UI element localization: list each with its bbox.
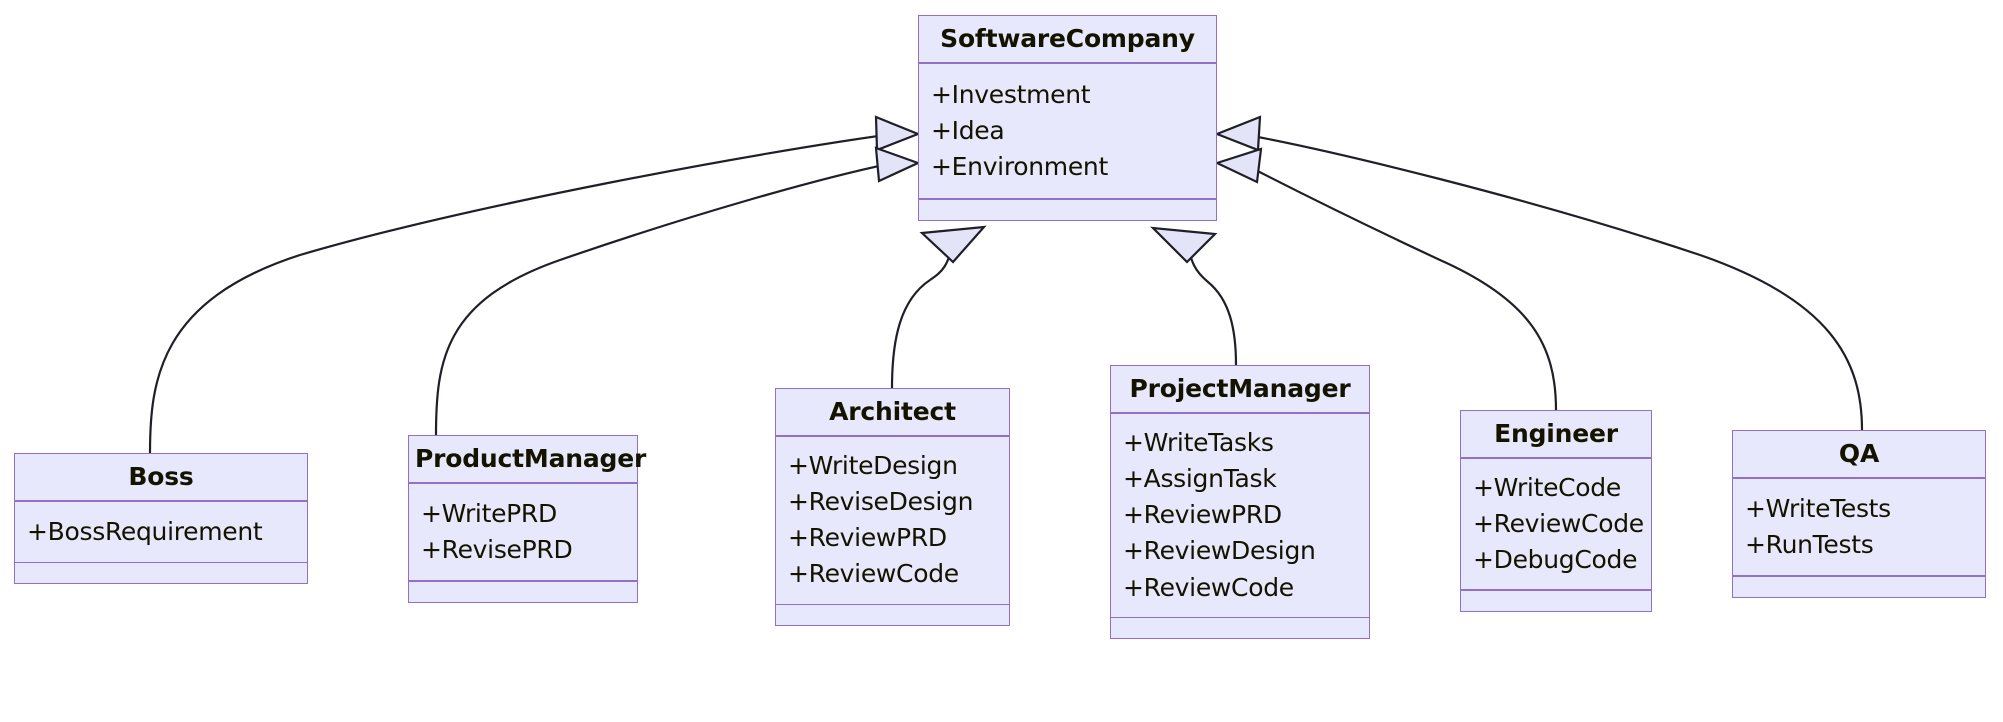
- class-box-boss[interactable]: Boss +BossRequirement: [14, 453, 308, 585]
- class-box-architect[interactable]: Architect +WriteDesign +ReviseDesign +Re…: [775, 388, 1010, 627]
- class-attribute: +WriteDesign: [788, 450, 958, 480]
- class-divider: [15, 500, 307, 502]
- class-title-engineer: Engineer: [1494, 419, 1618, 448]
- class-title-architect: Architect: [829, 397, 956, 426]
- class-attributes-productmanager: +WritePRD +RevisePRD: [409, 484, 637, 581]
- class-box-productmanager[interactable]: ProductManager +WritePRD +RevisePRD: [408, 435, 647, 603]
- class-box-engineer[interactable]: Engineer +WriteCode +ReviewCode +DebugCo…: [1460, 410, 1652, 612]
- class-divider: [1111, 412, 1369, 414]
- class-attributes-qa: +WriteTests +RunTests: [1733, 479, 1985, 576]
- class-methods-engineer: [1461, 591, 1651, 611]
- class-attribute: +Idea: [931, 115, 1005, 145]
- class-divider: [776, 603, 1009, 606]
- class-attribute: +ReviewCode: [788, 559, 959, 589]
- class-attribute: +ReviewPRD: [788, 523, 947, 553]
- class-methods-boss: [15, 563, 307, 583]
- class-box-softwarecompany[interactable]: SoftwareCompany +Investment +Idea +Envir…: [918, 15, 1217, 221]
- class-attributes-softwarecompany: +Investment +Idea +Environment: [919, 64, 1216, 199]
- class-divider: [1733, 477, 1985, 479]
- edge-architect-to-softwarecompany: [890, 236, 955, 389]
- inheritance-arrowhead-bottom-right: [1150, 226, 1218, 264]
- class-title-projectmanager: ProjectManager: [1129, 374, 1351, 403]
- class-divider: [1733, 575, 1985, 577]
- class-title-qa: QA: [1838, 439, 1880, 468]
- class-attribute: +ReviewCode: [1123, 572, 1294, 602]
- class-attribute: +WriteTests: [1745, 493, 1891, 523]
- inheritance-arrowhead-right-lower: [1214, 147, 1263, 184]
- inheritance-arrowhead-right-upper: [1213, 115, 1262, 152]
- class-attribute: +RevisePRD: [421, 534, 573, 564]
- class-divider: [409, 482, 637, 484]
- class-title-productmanager: ProductManager: [415, 444, 647, 473]
- inheritance-arrowhead-left-lower: [874, 146, 921, 183]
- edge-projectmanager-to-softwarecompany: [1185, 236, 1238, 366]
- class-divider: [919, 62, 1216, 64]
- class-box-qa[interactable]: QA +WriteTests +RunTests: [1732, 430, 1986, 598]
- class-attributes-boss: +BossRequirement: [15, 502, 307, 562]
- class-attributes-architect: +WriteDesign +ReviseDesign +ReviewPRD +R…: [776, 437, 1009, 604]
- class-attribute: +WritePRD: [421, 498, 557, 528]
- class-box-projectmanager[interactable]: ProjectManager +WriteTasks +AssignTask +…: [1110, 365, 1370, 640]
- class-attributes-engineer: +WriteCode +ReviewCode +DebugCode: [1461, 459, 1651, 590]
- class-divider: [409, 580, 637, 582]
- class-attributes-projectmanager: +WriteTasks +AssignTask +ReviewPRD +Revi…: [1111, 414, 1369, 617]
- class-methods-productmanager: [409, 582, 637, 602]
- class-attribute: +RunTests: [1745, 529, 1874, 559]
- class-attribute: +AssignTask: [1123, 463, 1277, 493]
- class-attribute: +ReviseDesign: [788, 486, 974, 516]
- class-title-boss: Boss: [128, 462, 194, 491]
- class-divider: [919, 198, 1216, 200]
- class-attribute: +ReviewPRD: [1123, 500, 1282, 530]
- class-attribute: +ReviewDesign: [1123, 536, 1316, 566]
- class-attribute: +Environment: [931, 152, 1108, 182]
- class-attribute: +DebugCode: [1473, 545, 1638, 575]
- class-methods-qa: [1733, 577, 1985, 597]
- class-divider: [15, 561, 307, 564]
- class-methods-projectmanager: [1111, 618, 1369, 638]
- class-attribute: +WriteCode: [1473, 472, 1621, 502]
- inheritance-arrowhead-bottom-left: [919, 225, 987, 264]
- class-methods-softwarecompany: [919, 200, 1216, 220]
- class-attribute: +Investment: [931, 79, 1091, 109]
- class-divider: [1461, 457, 1651, 459]
- class-methods-architect: [776, 605, 1009, 625]
- class-attribute: +ReviewCode: [1473, 508, 1644, 538]
- class-title-softwarecompany: SoftwareCompany: [940, 24, 1195, 53]
- class-attribute: +WriteTasks: [1123, 427, 1274, 457]
- class-attribute: +BossRequirement: [27, 516, 263, 546]
- inheritance-arrowhead-left-upper: [874, 115, 921, 152]
- class-divider: [1461, 589, 1651, 591]
- class-divider: [1111, 616, 1369, 619]
